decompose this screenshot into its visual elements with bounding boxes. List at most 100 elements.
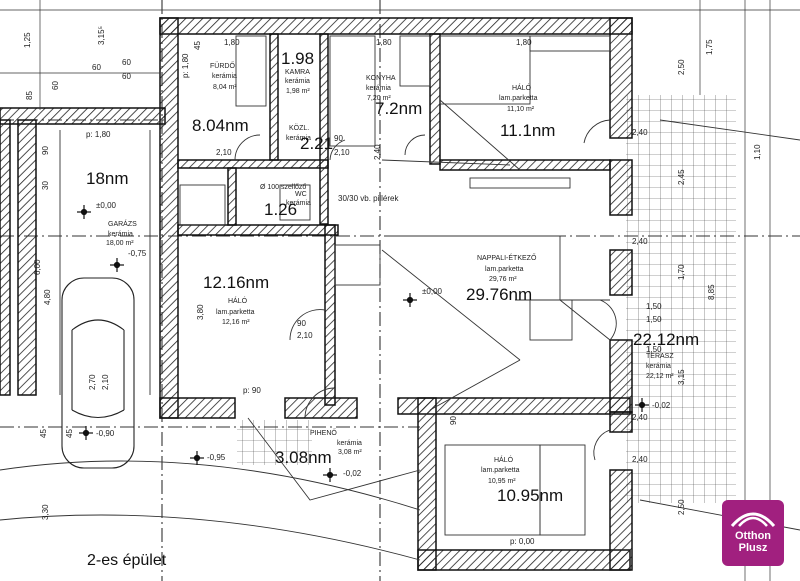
dim-text: 2,40 [632, 455, 648, 464]
dim-text: 2,40 [373, 144, 382, 160]
room-name: GARÁZS [108, 219, 137, 228]
dim-text: 2,10 [216, 148, 232, 157]
big-area-nappali: 29.76nm [466, 285, 532, 304]
level-texts: ±0,00 ±0,00 -0,75 -0,90 -0,95 -0,02 -0,0… [86, 53, 671, 546]
room-label-terasz: TERASZ kerámia 22,12 m² [646, 353, 674, 380]
dim-text: 1,70 [677, 264, 686, 280]
room-floor: kerámia [286, 200, 311, 207]
dim-text: 45 [193, 41, 202, 50]
big-area-halo3: 10.95nm [497, 486, 563, 505]
dim-text: 8,85 [707, 284, 716, 300]
room-label-halo3: HÁLÓ lam.parketta 10,95 m² [481, 455, 520, 485]
room-area: 8,04 m² [213, 84, 237, 91]
dim-text: 60 [122, 72, 131, 81]
logo-line-2: Plusz [738, 542, 768, 554]
room-labels: FÜRDŐ kerámia 8,04 m² KAMRA kerámia 1,98… [106, 61, 674, 485]
room-area: 1,98 m² [286, 88, 310, 95]
room-label-kamra: KAMRA kerámia 1,98 m² [285, 69, 310, 95]
dim-text: 2,70 [88, 374, 97, 390]
dim-text: 3,80 [196, 304, 205, 320]
dim-text: 85 [25, 91, 34, 100]
big-area-furdo: 8.04nm [192, 116, 249, 135]
dim-text: 60 [92, 63, 101, 72]
dim-text: 45 [39, 429, 48, 438]
room-label-halo2: HÁLÓ lam.parketta 12,16 m² [216, 296, 255, 326]
room-floor: kerámia [108, 231, 133, 238]
room-floor: lam.parketta [485, 266, 524, 273]
room-name: KÖZL. [289, 124, 309, 132]
room-label-konyha: KONYHA kerámia 7,20 m² [366, 75, 396, 102]
room-name: HÁLÓ [512, 83, 532, 92]
dim-text: 1,25 [23, 32, 32, 48]
otthon-plusz-logo: Otthon Plusz [722, 500, 784, 566]
dim-text: 1,80 [224, 38, 240, 47]
room-floor: kerámia [285, 78, 310, 85]
room-name: FÜRDŐ [210, 61, 235, 70]
room-label-halo1: HÁLÓ lam.parketta 11,10 m² [499, 83, 538, 113]
terrace-tiles [626, 95, 736, 503]
dim-text: 2,40 [632, 128, 648, 137]
room-area: 11,10 m² [507, 106, 535, 113]
level-text: p: 1,80 [86, 130, 111, 139]
room-name: KAMRA [285, 69, 310, 76]
room-name: PIHENŐ [310, 428, 337, 437]
big-area-labels: 8.04nm 1.98 7.2nm 11.1nm 2.21 1.26 18nm … [86, 49, 699, 505]
room-floor: lam.parketta [481, 467, 520, 474]
dim-text: 1,75 [705, 39, 714, 55]
room-area: 10,95 m² [488, 478, 516, 485]
dim-text: 30 [41, 181, 50, 190]
vent-note: Ø 100 szellőző [260, 184, 306, 191]
dim-text: 2,10 [101, 374, 110, 390]
level-text: -0,95 [207, 453, 226, 462]
room-label-wc: WC kerámia [286, 191, 311, 207]
room-label-nappali: NAPPALI-ÉTKEZŐ lam.parketta 29,76 m² [477, 253, 537, 283]
dim-text: 2,10 [297, 331, 313, 340]
level-text: p: 1,80 [181, 53, 190, 78]
room-area: 29,76 m² [489, 276, 517, 283]
room-floor: kerámia [646, 363, 671, 370]
room-area: 22,12 m² [646, 373, 674, 380]
room-floor: kerámia [337, 440, 362, 447]
dim-text: 6,00 [33, 259, 42, 275]
dim-text: 90 [334, 134, 343, 143]
level-text: ±0,00 [96, 201, 117, 210]
level-text: p: 90 [243, 386, 261, 395]
dim-text: 1,50 [646, 302, 662, 311]
dimension-texts: 1,25 60 3,15⁵ 1,80 1,80 1,80 1,75 2,50 1… [23, 26, 762, 520]
big-area-halo1: 11.1nm [500, 121, 555, 140]
dim-text: 1,80 [516, 38, 532, 47]
dim-text: 3,30 [41, 504, 50, 520]
building-label: 2-es épület [87, 552, 167, 569]
dim-text: 2,10 [334, 148, 350, 157]
room-label-piheno: PIHENŐ kerámia 3,08 m² [310, 428, 362, 456]
room-name: KONYHA [366, 75, 396, 82]
big-area-piheno: 3.08nm [275, 448, 332, 467]
dim-text: 1,50 [646, 315, 662, 324]
dim-text: 60 [122, 58, 131, 67]
room-name: NAPPALI-ÉTKEZŐ [477, 253, 537, 262]
level-text: -0,02 [343, 469, 362, 478]
dim-text: 90 [449, 416, 458, 425]
level-text: -0,02 [652, 401, 671, 410]
room-floor: kerámia [286, 135, 311, 142]
room-area: 3,08 m² [338, 449, 362, 456]
dim-text: 4,80 [43, 289, 52, 305]
room-floor: lam.parketta [216, 309, 255, 316]
level-text: -0,75 [128, 249, 147, 258]
big-area-kamra: 1.98 [281, 49, 314, 68]
room-floor: kerámia [366, 85, 391, 92]
dim-text: 1,50 [646, 345, 662, 354]
level-text: -0,90 [96, 429, 115, 438]
dim-text: 1,80 [376, 38, 392, 47]
dim-text: 3,15 [677, 369, 686, 385]
room-floor: kerámia [212, 73, 237, 80]
dim-text: 45 [65, 429, 74, 438]
room-area: 18,00 m² [106, 240, 134, 247]
house-icon [730, 512, 776, 528]
big-area-terasz: 22.12nm [633, 330, 699, 349]
room-name: HÁLÓ [494, 455, 514, 464]
room-lines [0, 35, 800, 561]
dim-text: 90 [297, 319, 306, 328]
